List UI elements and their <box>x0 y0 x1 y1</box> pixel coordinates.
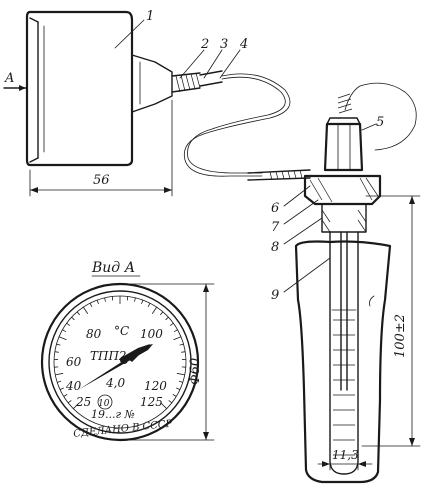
callout-8: 8 <box>271 240 279 255</box>
callout-7: 7 <box>271 220 280 235</box>
callout-9: 9 <box>271 288 279 303</box>
dial-unit: °C <box>114 324 129 338</box>
dial-tick <box>71 316 75 321</box>
dial-tick <box>96 299 99 304</box>
dial-label-40: 40 <box>65 379 82 393</box>
dial-tick <box>67 400 72 404</box>
dimension-dial-diameter: Φ60 <box>119 283 215 441</box>
dial-tick <box>58 336 67 341</box>
dial-tick <box>173 329 178 333</box>
dial-tick <box>62 329 67 333</box>
dial-tick <box>89 303 93 307</box>
dial-tick <box>159 311 164 316</box>
dial-tick <box>57 380 62 383</box>
callout-3: 3 <box>220 37 228 52</box>
dial-front-view: 80 °C 100 60 ТПП2 40 4,0 120 25 10 125 1… <box>40 282 200 442</box>
dial-tick <box>82 306 89 314</box>
dimension-bulb-diameter-label: 11,3 <box>332 448 359 462</box>
dial-label-60: 60 <box>66 355 82 369</box>
dimension-bulb-length-label: 100±2 <box>393 314 408 358</box>
dial-tick <box>151 306 158 314</box>
view-title: Вид А <box>91 260 135 276</box>
dial-tick <box>63 394 68 397</box>
dial-tick <box>55 372 64 376</box>
dial-badge: 10 <box>98 399 110 409</box>
callout-1: 1 <box>146 9 154 24</box>
dial-tick <box>160 402 167 409</box>
dial-tick <box>176 372 185 376</box>
dial-tick <box>168 400 173 404</box>
bulb-assembly <box>247 82 417 484</box>
dimension-gauge-depth-label: 56 <box>93 173 110 188</box>
dial-tick <box>73 402 80 409</box>
dial-tick <box>141 299 144 304</box>
dial-model: ТПП2 <box>90 349 127 363</box>
dial-tick <box>147 303 151 307</box>
view-arrow-label: A <box>4 71 14 86</box>
dial-tick <box>176 387 181 390</box>
dial-label-100: 100 <box>140 327 163 341</box>
dial-tick <box>66 322 71 326</box>
dial-label-125: 125 <box>140 395 163 409</box>
callout-4: 4 <box>239 37 248 52</box>
dial-tick <box>181 351 186 353</box>
dial-tick <box>59 387 64 390</box>
callout-numbers: 1 2 3 4 5 6 7 8 9 <box>146 9 384 303</box>
dial-tick <box>165 316 169 321</box>
dial-maker: СДЕЛАНО В СССР <box>73 419 173 440</box>
callout-leaders <box>114 19 377 293</box>
dial-tick <box>54 351 59 353</box>
dial-tick <box>172 394 177 397</box>
dial-label-80: 80 <box>86 327 102 341</box>
callout-5: 5 <box>376 115 384 130</box>
callout-2: 2 <box>200 37 209 52</box>
view-arrow: A <box>3 71 27 91</box>
dial-tick <box>169 322 174 326</box>
dial-serial: 19...г № <box>91 408 135 421</box>
dial-label-120: 120 <box>144 379 167 393</box>
dial-tick <box>178 380 183 383</box>
dimension-bulb-length: 100±2 <box>361 195 421 447</box>
dial-tick <box>76 311 81 316</box>
dial-tick <box>173 336 182 341</box>
dimension-bulb-diameter: 11,3 <box>317 447 373 471</box>
dimension-gauge-depth: 56 <box>29 99 173 197</box>
dial-label-25: 25 <box>75 395 91 409</box>
dial-center-value: 4,0 <box>105 376 125 390</box>
dial-tick <box>179 343 184 346</box>
dial-tick <box>104 297 106 302</box>
dial-tick <box>134 297 136 302</box>
dial-tick <box>56 343 61 346</box>
dimension-dial-diameter-label: Φ60 <box>188 358 203 385</box>
callout-6: 6 <box>271 201 279 216</box>
dial-ticks <box>54 296 186 409</box>
gauge-side-view <box>25 10 291 177</box>
